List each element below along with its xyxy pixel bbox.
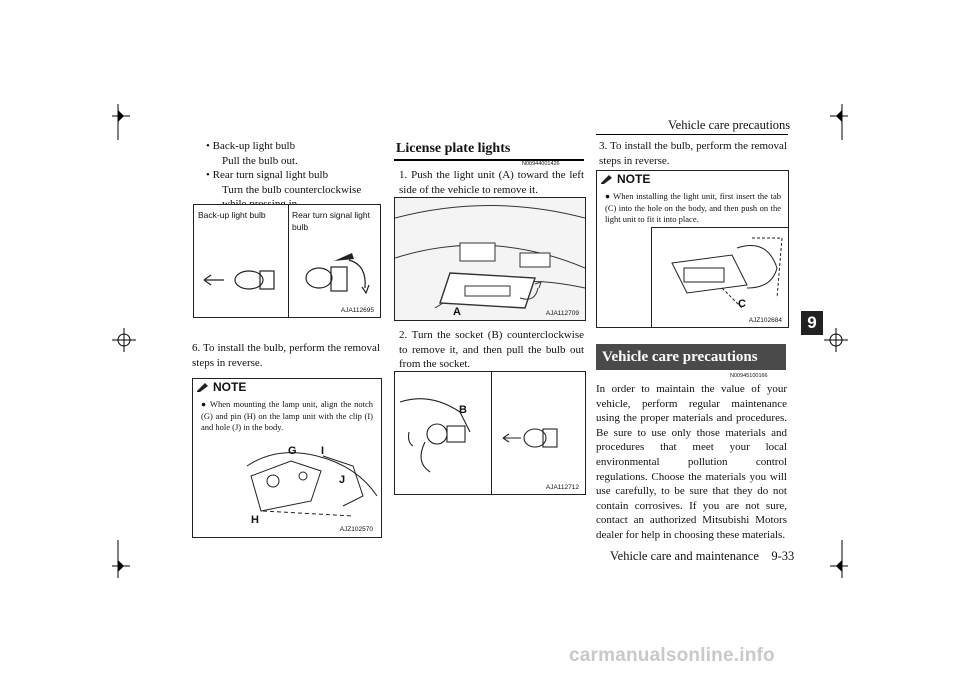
header-rule bbox=[596, 134, 788, 135]
figure-divider bbox=[288, 205, 289, 317]
figure-bulbs: Back-up light bulb Rear turn signal ligh… bbox=[193, 204, 381, 318]
section-title-care: Vehicle care precautions bbox=[596, 344, 786, 370]
watermark: carmanualsonline.info bbox=[569, 645, 775, 666]
socket-illustration bbox=[399, 398, 558, 473]
figure-socket: B AJA112712 bbox=[394, 371, 586, 495]
section-rule bbox=[394, 159, 584, 161]
light-unit-illustration bbox=[395, 205, 585, 309]
chapter-tab: 9 bbox=[801, 311, 823, 335]
bulbs-illustration bbox=[203, 253, 370, 295]
figure-id: AJZ102684 bbox=[748, 317, 782, 324]
figure-id: AJA112695 bbox=[340, 307, 374, 314]
step-6: 6. To install the bulb, perform the remo… bbox=[192, 342, 380, 369]
label-G: G bbox=[288, 445, 297, 457]
figure-id: AJA112712 bbox=[545, 484, 579, 491]
note-text: ● When mounting the lamp unit, align the… bbox=[201, 399, 373, 434]
label-I: I bbox=[321, 445, 325, 457]
label-H: H bbox=[251, 514, 259, 526]
pencil-icon bbox=[601, 175, 612, 184]
note-heading: NOTE bbox=[597, 171, 657, 187]
figure-tab: C AJZ102684 bbox=[651, 227, 789, 328]
note-text-body: When installing the light unit, first in… bbox=[605, 191, 781, 224]
bullet-backup-desc: Pull the bulb out. bbox=[222, 154, 298, 167]
label-C: C bbox=[738, 298, 746, 310]
note-box-2: NOTE ● When installing the light unit, f… bbox=[596, 170, 789, 328]
label-B: B bbox=[459, 404, 467, 416]
note-text: ● When installing the light unit, first … bbox=[605, 191, 781, 226]
page-header-title: Vehicle care precautions bbox=[668, 118, 791, 132]
note-box-1: NOTE ● When mounting the lamp unit, alig… bbox=[192, 378, 382, 538]
figure-divider bbox=[491, 372, 492, 494]
figure-id: AJA112709 bbox=[545, 310, 579, 317]
section-code: N00944001426 bbox=[522, 161, 560, 167]
figure-light-unit: A AJA112709 bbox=[394, 197, 586, 321]
bullet-icon: ● bbox=[605, 191, 614, 201]
page-footer: Vehicle care and maintenance 9-33 bbox=[610, 549, 795, 563]
figure-label-turn: Rear turn signal light bulb bbox=[292, 210, 370, 232]
step-1: 1. Push the light unit (A) toward the le… bbox=[399, 169, 584, 196]
note-heading-text: NOTE bbox=[213, 380, 247, 394]
bullet-backup: • Back-up light bulb Pull the bulb out. … bbox=[206, 139, 381, 212]
section-code: N00945100166 bbox=[730, 373, 768, 379]
label-A: A bbox=[453, 306, 461, 318]
care-paragraph: In order to maintain the value of your v… bbox=[596, 383, 787, 541]
bullet-turn-title: • Rear turn signal light bulb bbox=[206, 169, 329, 182]
note-heading-text: NOTE bbox=[617, 172, 651, 186]
mounting-illustration bbox=[246, 452, 378, 517]
figure-id: AJZ102570 bbox=[339, 526, 373, 533]
bullet-icon: ● bbox=[201, 399, 210, 409]
step-2: 2. Turn the socket (B) counterclockwise … bbox=[399, 329, 584, 371]
note-text-body: When mounting the lamp unit, align the n… bbox=[201, 399, 374, 432]
tab-illustration bbox=[671, 237, 783, 309]
note-heading: NOTE bbox=[193, 379, 253, 395]
label-J: J bbox=[339, 474, 346, 486]
step-3: 3. To install the bulb, perform the remo… bbox=[599, 140, 787, 167]
pencil-icon bbox=[197, 383, 208, 392]
figure-mounting: G I J H AJZ102570 bbox=[243, 436, 379, 536]
bullet-backup-title: • Back-up light bulb bbox=[206, 140, 296, 152]
section-title-license: License plate lights bbox=[396, 141, 511, 156]
figure-label-backup: Back-up light bulb bbox=[198, 210, 266, 220]
